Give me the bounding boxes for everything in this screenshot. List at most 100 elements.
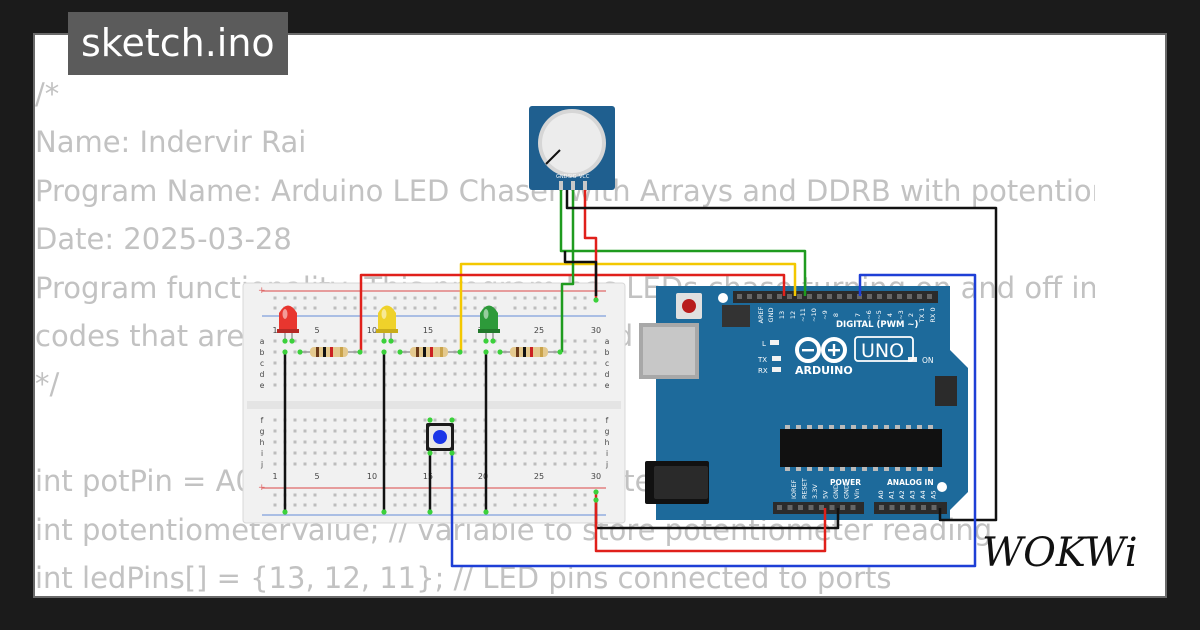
hole	[303, 451, 307, 455]
hole	[313, 372, 317, 376]
hole	[553, 429, 557, 433]
hole	[473, 418, 477, 422]
row-label: h	[260, 438, 265, 447]
hole	[303, 372, 307, 376]
pin-label: GND	[843, 484, 851, 499]
hole	[553, 493, 557, 497]
wire-endpoints	[282, 297, 599, 515]
hole	[553, 418, 557, 422]
hole	[313, 440, 317, 444]
hole	[553, 383, 557, 387]
hole	[573, 493, 577, 497]
hole	[553, 361, 557, 365]
hole	[513, 339, 517, 343]
hole	[423, 451, 427, 455]
hole	[583, 350, 587, 354]
header-hole	[889, 505, 895, 510]
hole	[503, 451, 507, 455]
hole	[333, 462, 337, 466]
hole	[353, 383, 357, 387]
header-hole	[921, 505, 926, 510]
row-label: f	[261, 416, 264, 425]
file-tab[interactable]: sketch.ino	[68, 12, 288, 75]
column-label: 20	[478, 472, 488, 481]
hole	[343, 440, 347, 444]
header-hole	[777, 505, 782, 510]
pushbutton[interactable]	[426, 423, 454, 451]
power-jack-inner	[654, 466, 708, 499]
potentiometer-pin-label: SIG	[568, 174, 577, 180]
hole	[323, 440, 327, 444]
hole	[373, 361, 377, 365]
hole	[403, 306, 407, 310]
hole	[453, 383, 457, 387]
pin-label: 8	[832, 313, 840, 317]
hole	[513, 503, 517, 507]
row-label: b	[260, 348, 265, 357]
hole	[523, 440, 527, 444]
hole	[513, 462, 517, 466]
hole	[473, 296, 477, 300]
hole	[323, 451, 327, 455]
hole	[413, 451, 417, 455]
hole	[323, 361, 327, 365]
header-hole	[887, 294, 892, 299]
pin-label: GND	[767, 308, 775, 323]
hole	[513, 429, 517, 433]
hole	[363, 339, 367, 343]
row-label: i	[606, 449, 608, 458]
hole	[523, 451, 527, 455]
reset-button[interactable]	[682, 299, 696, 313]
hole	[563, 339, 567, 343]
hole	[363, 361, 367, 365]
hole	[583, 503, 587, 507]
pin-label: 7	[854, 313, 862, 317]
hole	[273, 418, 277, 422]
led-highlight	[282, 309, 288, 319]
hole	[353, 306, 357, 310]
hole	[343, 451, 347, 455]
wire-green	[560, 190, 575, 352]
hole	[293, 493, 297, 497]
hole	[343, 306, 347, 310]
led-red[interactable]	[277, 305, 299, 343]
hole	[333, 493, 337, 497]
connection-point	[449, 450, 455, 456]
hole	[543, 418, 547, 422]
hole	[543, 493, 547, 497]
hole	[493, 493, 497, 497]
header-hole	[879, 505, 884, 510]
hole	[513, 383, 517, 387]
hole	[453, 503, 457, 507]
hole	[433, 296, 437, 300]
hole	[443, 372, 447, 376]
hole	[593, 418, 597, 422]
hole	[573, 503, 577, 507]
header-hole	[787, 505, 793, 510]
hole	[393, 462, 397, 466]
hole	[323, 462, 327, 466]
connection-point	[593, 489, 599, 495]
row-label: c	[260, 359, 264, 368]
mounting-hole	[937, 482, 947, 492]
led-indicator	[772, 367, 781, 372]
plus-sign: +	[258, 483, 266, 493]
hole	[283, 296, 287, 300]
led-yellow[interactable]	[376, 305, 398, 343]
led-body	[378, 305, 396, 332]
hole	[403, 451, 407, 455]
led-indicator	[772, 356, 781, 361]
hole	[393, 339, 397, 343]
pin-label: ~10	[810, 308, 818, 322]
hole	[273, 440, 277, 444]
hole	[583, 361, 587, 365]
hole	[523, 493, 527, 497]
column-label: 30	[591, 326, 601, 335]
hole	[323, 429, 327, 433]
hole	[543, 383, 547, 387]
pin-label: ~3	[897, 310, 905, 320]
hole	[583, 429, 587, 433]
potentiometer[interactable]: GND SIG VCC	[529, 106, 615, 191]
